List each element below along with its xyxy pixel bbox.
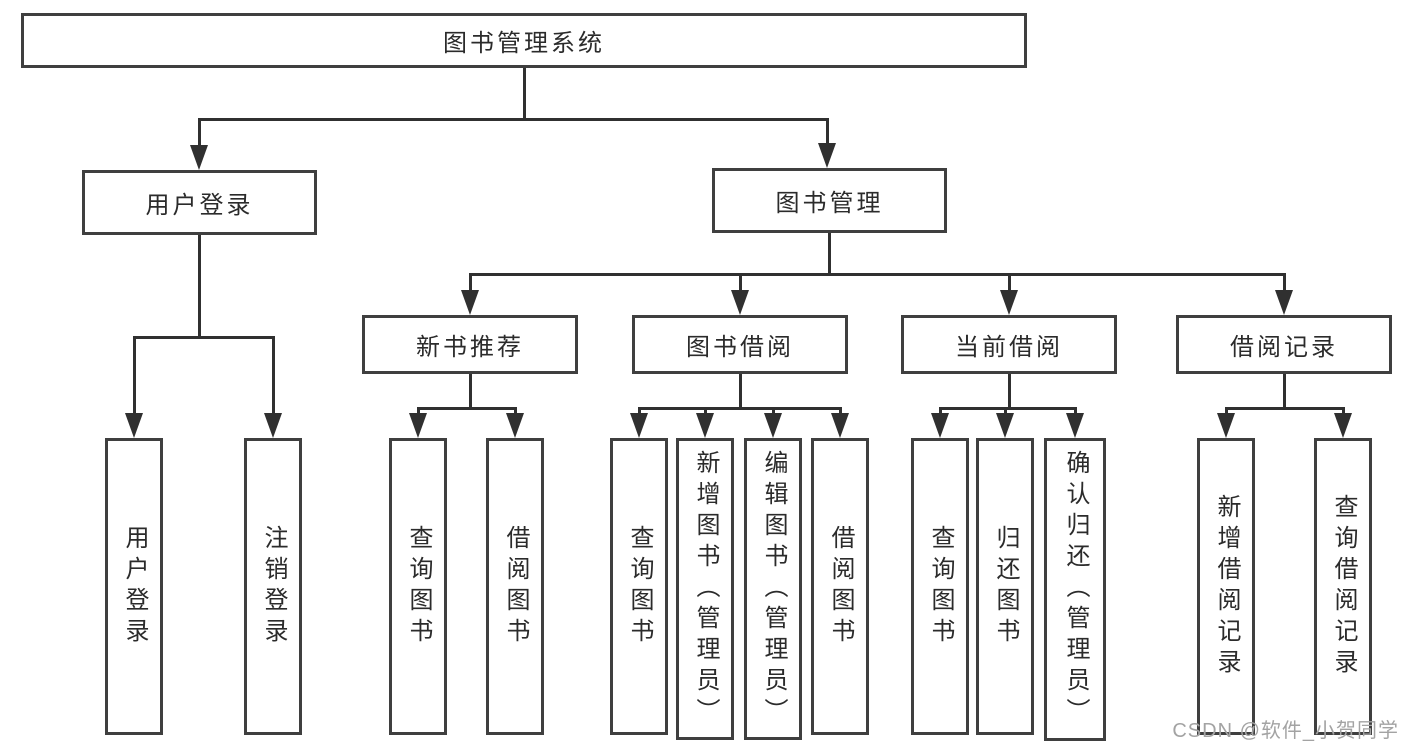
connector-line: [1008, 374, 1011, 410]
node-leaf-return-books: 归还图书: [976, 438, 1034, 735]
csdn-watermark: CSDN @软件_小贺同学: [1172, 720, 1399, 742]
node-user-login-label: 用户登录: [145, 192, 254, 219]
node-leaf-add-books-admin-label: 新增图书（管理员）: [692, 449, 719, 729]
node-leaf-logout: 注销登录: [244, 438, 302, 735]
arrowhead-down: [696, 413, 714, 438]
node-leaf-edit-books-admin: 编辑图书（管理员）: [744, 438, 802, 740]
connector-line: [826, 118, 829, 150]
arrowhead-down: [1000, 290, 1018, 315]
arrowhead-down: [1334, 413, 1352, 438]
connector-line: [939, 407, 1077, 410]
node-book-borrowing: 图书借阅: [632, 315, 848, 374]
arrowhead-down: [264, 413, 282, 438]
node-leaf-add-borrow-record: 新增借阅记录: [1197, 438, 1255, 735]
node-borrowing-records: 借阅记录: [1176, 315, 1392, 374]
node-leaf-add-borrow-record-label: 新增借阅记录: [1213, 493, 1240, 680]
connector-line: [198, 118, 829, 121]
node-leaf-borrow-books-recommend-label: 借阅图书: [502, 524, 529, 649]
node-leaf-borrow-books-recommend: 借阅图书: [486, 438, 544, 735]
arrowhead-down: [831, 413, 849, 438]
connector-line: [1225, 407, 1345, 410]
node-new-book-recommendation-label: 新书推荐: [416, 334, 524, 361]
arrowhead-down: [630, 413, 648, 438]
node-leaf-query-books-current: 查询图书: [911, 438, 969, 735]
arrowhead-down: [1275, 290, 1293, 315]
node-library-system-label: 图书管理系统: [443, 30, 605, 57]
node-leaf-confirm-return-admin: 确认归还（管理员）: [1044, 438, 1106, 741]
node-leaf-user-login-label: 用户登录: [121, 524, 148, 649]
connector-line: [739, 374, 742, 410]
node-leaf-query-borrow-record-label: 查询借阅记录: [1330, 493, 1357, 680]
node-library-system: 图书管理系统: [21, 13, 1027, 68]
connector-line: [638, 407, 842, 410]
connector-line: [523, 68, 526, 121]
connector-line: [828, 233, 831, 276]
arrowhead-down: [931, 413, 949, 438]
node-current-borrowing: 当前借阅: [901, 315, 1117, 374]
arrowhead-down: [731, 290, 749, 315]
arrowhead-down: [461, 290, 479, 315]
arrowhead-down: [506, 413, 524, 438]
node-borrowing-records-label: 借阅记录: [1230, 334, 1338, 361]
node-leaf-query-borrow-record: 查询借阅记录: [1314, 438, 1372, 735]
node-leaf-query-books-recommend: 查询图书: [389, 438, 447, 735]
connector-line: [739, 273, 742, 297]
node-leaf-query-books-current-label: 查询图书: [927, 524, 954, 649]
node-leaf-borrow-books-borrow: 借阅图书: [811, 438, 869, 735]
arrowhead-down: [818, 143, 836, 168]
node-leaf-query-books-borrow-label: 查询图书: [626, 524, 653, 649]
connector-line: [469, 273, 1286, 276]
node-leaf-confirm-return-admin-label: 确认归还（管理员）: [1062, 450, 1089, 729]
connector-line: [133, 336, 275, 339]
node-leaf-user-login: 用户登录: [105, 438, 163, 735]
connector-line: [1283, 374, 1286, 410]
node-leaf-add-books-admin: 新增图书（管理员）: [676, 438, 734, 740]
arrowhead-down: [1066, 413, 1084, 438]
node-book-borrowing-label: 图书借阅: [686, 334, 794, 361]
connector-line: [417, 407, 517, 410]
arrowhead-down: [125, 413, 143, 438]
node-user-login: 用户登录: [82, 170, 317, 235]
connector-line: [469, 374, 472, 410]
arrowhead-down: [190, 145, 208, 170]
node-leaf-return-books-label: 归还图书: [992, 524, 1019, 649]
arrowhead-down: [409, 413, 427, 438]
node-leaf-query-books-borrow: 查询图书: [610, 438, 668, 735]
connector-line: [198, 118, 201, 152]
connector-line: [469, 273, 472, 297]
connector-line: [133, 336, 136, 420]
node-leaf-query-books-recommend-label: 查询图书: [405, 524, 432, 649]
arrowhead-down: [764, 413, 782, 438]
connector-line: [1283, 273, 1286, 297]
node-book-management: 图书管理: [712, 168, 947, 233]
node-leaf-edit-books-admin-label: 编辑图书（管理员）: [760, 449, 787, 729]
connector-line: [1008, 273, 1011, 297]
arrowhead-down: [1217, 413, 1235, 438]
connector-line: [198, 235, 201, 339]
arrowhead-down: [996, 413, 1014, 438]
node-current-borrowing-label: 当前借阅: [955, 334, 1063, 361]
node-new-book-recommendation: 新书推荐: [362, 315, 578, 374]
node-leaf-borrow-books-borrow-label: 借阅图书: [827, 524, 854, 649]
node-book-management-label: 图书管理: [775, 190, 884, 217]
node-leaf-logout-label: 注销登录: [260, 524, 287, 649]
connector-line: [272, 336, 275, 420]
